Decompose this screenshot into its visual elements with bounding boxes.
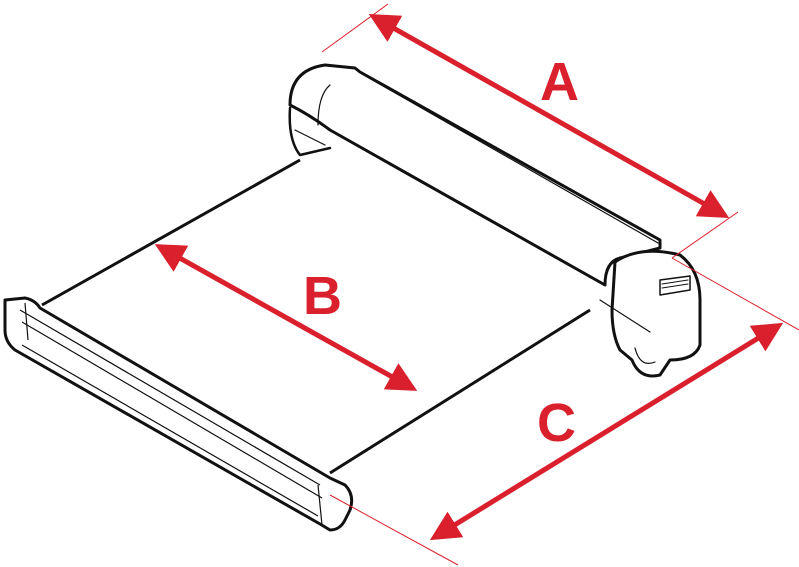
dimension-c: C: [429, 322, 784, 541]
dimension-label-a: A: [540, 52, 579, 112]
dimension-a: A: [368, 14, 730, 218]
extension-lines: [321, 3, 799, 566]
dimension-b: B: [154, 244, 418, 391]
dimension-label-c: C: [537, 393, 576, 453]
awning-lead-rail: [3, 296, 354, 532]
dimension-label-b: B: [303, 266, 342, 326]
